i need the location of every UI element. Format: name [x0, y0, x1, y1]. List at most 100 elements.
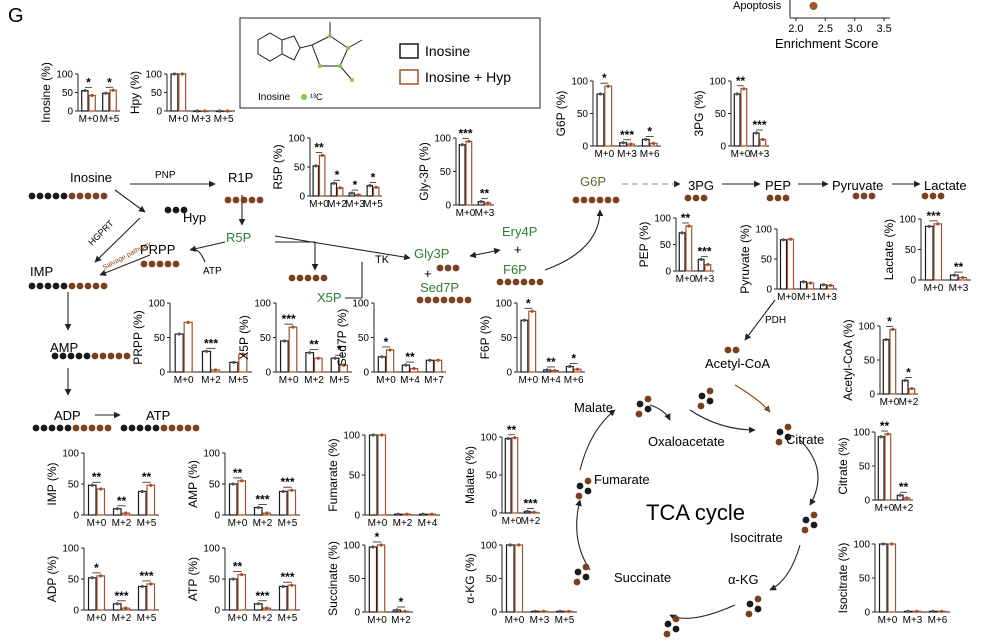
- bar-inosine: [878, 543, 888, 613]
- data-point: [338, 186, 342, 190]
- significance-label: **: [954, 260, 964, 274]
- y-tick-label: 50: [151, 88, 163, 99]
- bar-inosine-hyp: [376, 544, 386, 613]
- x-tick-label: M+3: [191, 114, 211, 125]
- data-point: [240, 479, 244, 483]
- carbon-13-bead: [256, 196, 264, 204]
- enrichment-row-label: Apoptosis: [733, 0, 782, 12]
- data-point: [404, 363, 408, 367]
- x-tick-label: M+0: [777, 292, 797, 303]
- data-point: [124, 606, 128, 610]
- carbon-13-bead: [115, 352, 123, 360]
- carbon-bead: [582, 563, 590, 571]
- y-tick-label: 50: [577, 109, 589, 120]
- y-axis-label: Citrate (%): [836, 437, 850, 494]
- carbon-13-bead: [164, 260, 172, 268]
- y-tick-label: 50: [358, 333, 370, 344]
- significance-label: ***: [204, 336, 218, 350]
- y-tick-label: 50: [349, 574, 361, 585]
- data-point: [350, 191, 354, 195]
- significance-label: ***: [752, 118, 766, 132]
- significance-label: *: [335, 168, 340, 182]
- carbon-13-bead: [68, 282, 76, 290]
- carbon-13-bead: [84, 192, 92, 200]
- carbon-13-bead: [456, 296, 464, 304]
- carbon-13-bead: [868, 192, 876, 200]
- carbon-13-bead: [288, 274, 296, 282]
- y-tick-label: 100: [755, 225, 772, 236]
- carbon-13-bead: [596, 196, 604, 204]
- x-tick-label: M+6: [564, 375, 584, 386]
- data-point: [140, 489, 144, 494]
- node-pyruvate: Pyruvate: [832, 178, 883, 193]
- y-tick-label: 0: [910, 276, 916, 287]
- bar-inosine: [137, 585, 147, 611]
- arrow-salvage: [99, 254, 151, 276]
- ribose-ch2oh-bond: [339, 65, 353, 81]
- y-axis-label: Fumarate (%): [326, 438, 340, 511]
- data-point: [801, 280, 806, 284]
- x-tick-label: M+2: [521, 516, 541, 527]
- carbon-13-bead: [692, 194, 700, 202]
- carbon-bead: [576, 482, 584, 490]
- data-point: [931, 609, 935, 613]
- data-point: [290, 488, 294, 492]
- significance-label: **: [233, 560, 243, 574]
- carbon-13-bead: [774, 194, 782, 202]
- carbon-13-bead: [782, 194, 790, 202]
- carbon-13-bead: [452, 264, 460, 272]
- y-tick-label: 0: [354, 511, 360, 522]
- significance-label: **: [546, 355, 556, 369]
- bar-inosine: [733, 93, 741, 147]
- carbon-bead: [672, 615, 680, 623]
- y-axis-label: ATP (%): [186, 557, 200, 601]
- y-tick-label: 50: [486, 574, 498, 585]
- data-point: [115, 507, 119, 511]
- arrow-citrate-isocitrate: [799, 439, 819, 506]
- data-point: [281, 489, 285, 494]
- arrow-pyruvate-acetylcoa: [744, 299, 776, 341]
- bar-inosine-hyp: [465, 140, 473, 206]
- data-point: [486, 201, 490, 205]
- x-tick-label: M+0: [731, 149, 751, 160]
- pathway-arrows: [64, 180, 921, 621]
- significance-label: *: [399, 595, 404, 609]
- carbon-bead: [754, 605, 762, 613]
- y-tick-label: 0: [582, 142, 588, 153]
- bar-inosine: [596, 93, 605, 147]
- c13-dot-3: [338, 64, 342, 68]
- data-point: [99, 574, 103, 578]
- panel-letter: G: [8, 5, 24, 27]
- significance-label: **: [899, 480, 909, 494]
- arrow-acetylcoa-citrate: [734, 384, 771, 413]
- carbon-12-bead: [144, 424, 152, 432]
- data-point: [213, 368, 218, 372]
- carbon-bead: [574, 568, 582, 576]
- carbon-12-bead: [60, 282, 68, 290]
- bar-inosine: [458, 144, 466, 206]
- significance-label: ***: [620, 128, 634, 142]
- x-tick-label: M+5: [214, 114, 234, 125]
- bar-inosine: [678, 232, 686, 272]
- carbon-13-bead: [232, 196, 240, 204]
- x-tick-label: M+5: [137, 518, 157, 529]
- data-point: [927, 224, 931, 228]
- data-point: [910, 386, 914, 391]
- legend-label-inosine: Inosine: [425, 43, 470, 59]
- y-tick-label: 100: [434, 134, 451, 145]
- data-point: [412, 366, 416, 371]
- x-tick-label: M+2: [894, 503, 914, 514]
- data-point: [115, 602, 119, 606]
- node-hyp: Hyp: [183, 210, 206, 225]
- enzyme-tk: TK: [375, 254, 390, 266]
- carbon-13-bead: [528, 278, 536, 286]
- y-tick-label: 0: [73, 606, 79, 617]
- y-tick-label: 0: [869, 390, 875, 401]
- carbon-12-bead: [40, 424, 48, 432]
- carbon-12-bead: [48, 424, 56, 432]
- data-point: [651, 141, 656, 145]
- y-axis-label: Pyruvate (%): [738, 224, 752, 293]
- bar-inosine-hyp: [146, 583, 156, 611]
